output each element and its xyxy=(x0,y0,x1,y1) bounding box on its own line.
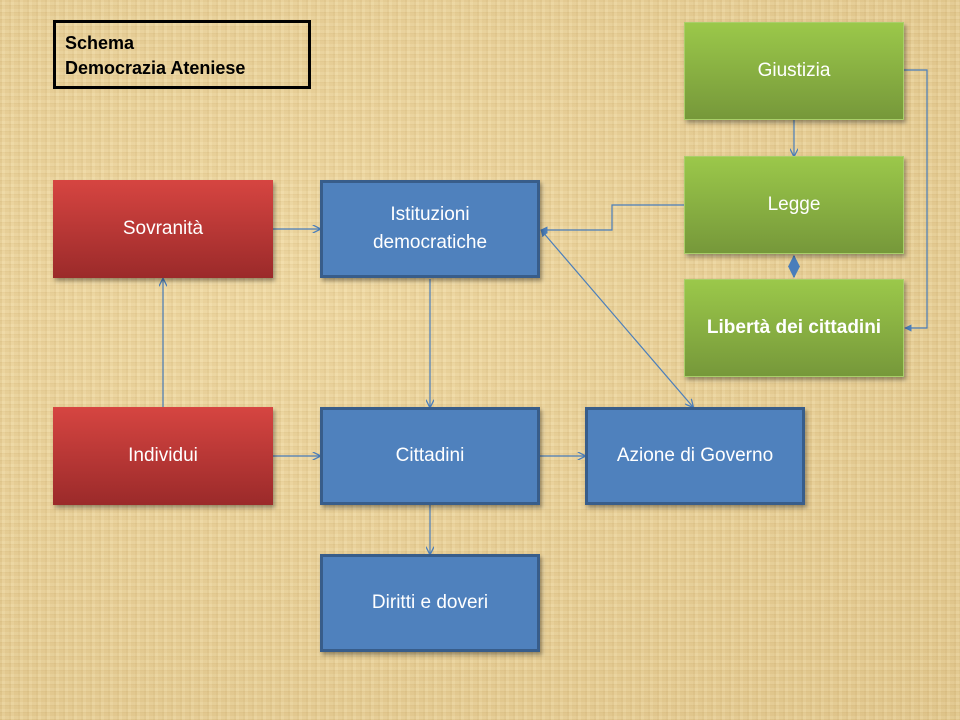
node-label: Legge xyxy=(767,194,821,215)
node-label: Sovranità xyxy=(122,218,204,239)
node-liberta: Libertà dei cittadini xyxy=(684,279,904,377)
node-giustizia: Giustizia xyxy=(684,22,904,120)
title-line-2: Democrazia Ateniese xyxy=(65,58,246,78)
connector-giustizia-liberta xyxy=(904,69,928,332)
node-label: Cittadini xyxy=(395,445,465,466)
node-label: Individui xyxy=(128,445,198,466)
connector-legge-istituzioni xyxy=(540,204,684,234)
node-individui: Individui xyxy=(53,407,273,505)
node-istituzioni: Istituzioni democratiche xyxy=(320,180,540,278)
diagram-title: Schema Democrazia Ateniese xyxy=(53,20,311,89)
node-label: Libertà dei cittadini xyxy=(706,317,882,338)
node-legge: Legge xyxy=(684,156,904,254)
title-line-1: Schema xyxy=(65,33,135,53)
node-label: Diritti e doveri xyxy=(371,592,489,613)
node-azione: Azione di Governo xyxy=(585,407,805,505)
connector-istituzioni-azione xyxy=(541,230,693,407)
node-label: Istituzioni democratiche xyxy=(372,204,488,253)
node-sovranita: Sovranità xyxy=(53,180,273,278)
node-cittadini: Cittadini xyxy=(320,407,540,505)
node-label: Giustizia xyxy=(757,60,831,81)
node-diritti: Diritti e doveri xyxy=(320,554,540,652)
node-label: Azione di Governo xyxy=(616,445,774,466)
